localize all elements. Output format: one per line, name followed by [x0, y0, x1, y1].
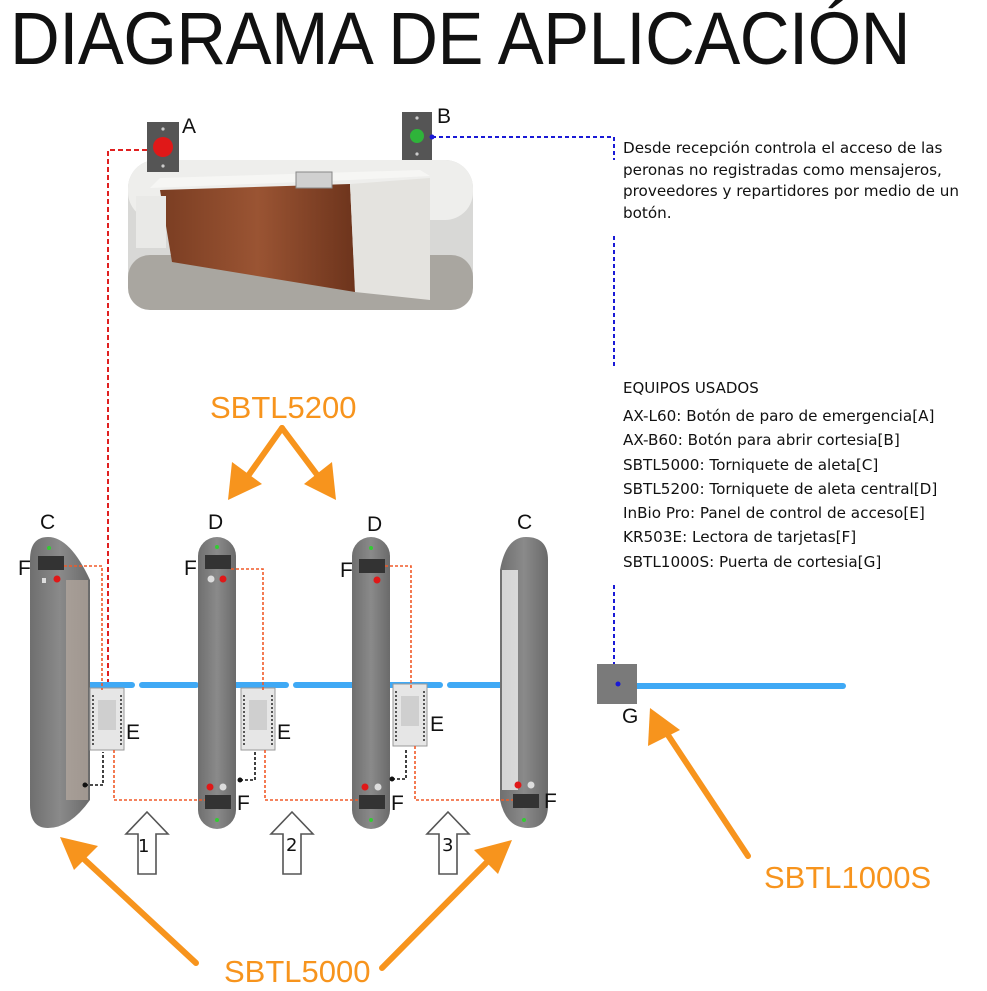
- label-e-3: E: [430, 714, 444, 735]
- product-label-center: SBTL5200: [210, 392, 357, 423]
- equipment-item: KR503E: Lectora de tarjetas[F]: [623, 525, 937, 549]
- courtesy-wire: [432, 137, 614, 160]
- label-a: A: [182, 116, 196, 137]
- label-e-1: E: [126, 722, 140, 743]
- label-g: G: [622, 706, 638, 727]
- turnstile-d-2: [352, 537, 390, 829]
- equipment-list: AX-L60: Botón de paro de emergencia[A] A…: [623, 404, 937, 574]
- turnstile-c-left: [30, 537, 90, 828]
- lane-number-3: 3: [442, 835, 453, 856]
- equipment-item: AX-B60: Botón para abrir cortesia[B]: [623, 428, 937, 452]
- turnstile-d-1: [198, 537, 236, 829]
- control-panel-e-3: [393, 684, 427, 746]
- label-f-2: F: [184, 558, 197, 579]
- label-c-left: C: [40, 512, 55, 533]
- label-f-6: F: [544, 791, 557, 812]
- barrier-lines: [72, 685, 843, 686]
- product-label-gate: SBTL1000S: [764, 862, 931, 893]
- lane-arrows: [126, 812, 469, 874]
- label-f-1: F: [18, 558, 31, 579]
- label-d-2: D: [367, 514, 382, 535]
- product-label-side: SBTL5000: [224, 956, 371, 987]
- label-f-5: F: [391, 793, 404, 814]
- equipment-item: SBTL5000: Torniquete de aleta[C]: [623, 453, 937, 477]
- equipment-item: SBTL5200: Torniquete de aleta central[D]: [623, 477, 937, 501]
- label-b: B: [437, 106, 451, 127]
- emergency-button-a: [147, 122, 179, 172]
- label-d-1: D: [208, 512, 223, 533]
- label-f-3: F: [340, 560, 353, 581]
- label-c-right: C: [517, 512, 532, 533]
- turnstile-c-right: [500, 537, 548, 828]
- label-e-2: E: [277, 722, 291, 743]
- equipment-item: SBTL1000S: Puerta de cortesia[G]: [623, 550, 937, 574]
- equipment-heading: EQUIPOS USADOS: [623, 379, 759, 397]
- label-f-4: F: [237, 793, 250, 814]
- arrow-head-g: [648, 708, 680, 746]
- equipment-item: AX-L60: Botón de paro de emergencia[A]: [623, 404, 937, 428]
- courtesy-button-b: [402, 112, 432, 160]
- control-panel-e-1: [90, 688, 124, 750]
- reception-desk-image: [128, 160, 473, 310]
- equipment-item: InBio Pro: Panel de control de acceso[E]: [623, 501, 937, 525]
- control-panel-e-2: [241, 688, 275, 750]
- lane-number-2: 2: [286, 835, 297, 856]
- lane-number-1: 1: [138, 836, 149, 857]
- description-text: Desde recepción controla el acceso de la…: [623, 138, 985, 224]
